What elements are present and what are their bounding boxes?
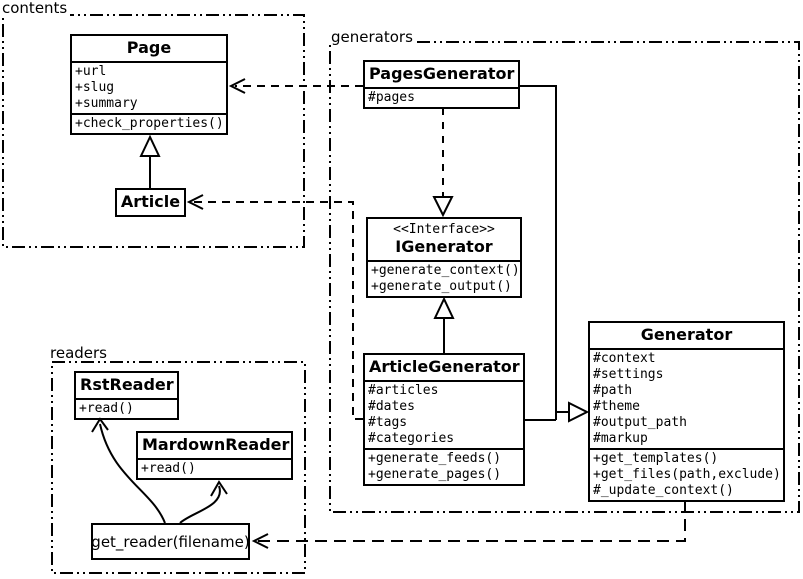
attribute: #theme: [593, 399, 640, 414]
method: +check_properties(): [75, 116, 224, 131]
class-name-generator: Generator: [640, 325, 733, 344]
method: +generate_pages(): [368, 467, 502, 482]
attribute: #tags: [368, 415, 408, 430]
package-label-contents: contents: [1, 0, 71, 16]
method: +read(): [79, 401, 134, 416]
class-box-mardown-reader: MardownReader +read(): [136, 431, 293, 480]
methods-generator: +get_templates() +get_files(path,exclude…: [590, 448, 783, 500]
methods-mardown-reader: +read(): [138, 458, 291, 478]
attributes-pages-generator: #pages: [365, 87, 518, 107]
stereotype-interface: <<Interface>>: [393, 222, 495, 237]
attribute: #articles: [368, 383, 439, 398]
attribute: #settings: [593, 367, 664, 382]
class-box-igenerator: <<Interface>> IGenerator +generate_conte…: [366, 217, 522, 298]
class-box-article-generator: ArticleGenerator #articles #dates #tags …: [363, 353, 525, 486]
method: #_update_context(): [593, 483, 734, 498]
class-box-pages-generator: PagesGenerator #pages: [363, 60, 520, 109]
attribute: #dates: [368, 399, 415, 414]
method: +read(): [141, 461, 196, 476]
class-name-mardown-reader: MardownReader: [142, 435, 290, 454]
package-label-generators: generators: [330, 29, 416, 45]
class-box-page: Page +url +slug +summary +check_properti…: [70, 34, 228, 135]
attribute: #output_path: [593, 415, 687, 430]
class-name-page: Page: [126, 38, 172, 57]
attributes-page: +url +slug +summary: [72, 61, 226, 113]
method: +get_templates(): [593, 451, 719, 466]
methods-page: +check_properties(): [72, 113, 226, 133]
class-name-pages-generator: PagesGenerator: [369, 64, 515, 83]
attribute: #context: [593, 351, 656, 366]
method: +get_files(path,exclude): [593, 467, 781, 482]
class-name-article: Article: [120, 192, 181, 211]
method: +generate_output(): [371, 279, 512, 294]
methods-igenerator: +generate_context() +generate_output(): [368, 260, 520, 296]
function-label: get_reader(filename): [91, 532, 250, 551]
attribute: #categories: [368, 431, 455, 446]
class-name-article-generator: ArticleGenerator: [369, 357, 520, 376]
method: +generate_context(): [371, 263, 520, 278]
class-box-generator: Generator #context #settings #path #them…: [588, 321, 785, 502]
class-box-article: Article: [115, 188, 186, 217]
attribute: #path: [593, 383, 633, 398]
function-node-get-reader: get_reader(filename): [91, 523, 250, 560]
attributes-generator: #context #settings #path #theme #output_…: [590, 348, 783, 448]
class-name-rst-reader: RstReader: [80, 375, 174, 394]
package-label-readers: readers: [49, 345, 110, 361]
methods-rst-reader: +read(): [76, 398, 177, 418]
methods-article-generator: +generate_feeds() +generate_pages(): [365, 448, 523, 484]
attribute: +summary: [75, 96, 138, 111]
attribute: #pages: [368, 90, 415, 105]
attributes-article-generator: #articles #dates #tags #categories: [365, 380, 523, 448]
method: +generate_feeds(): [368, 451, 502, 466]
attribute: #markup: [593, 431, 648, 446]
attribute: +url: [75, 64, 107, 79]
attribute: +slug: [75, 80, 115, 95]
class-box-rst-reader: RstReader +read(): [74, 371, 179, 420]
class-name-igenerator: IGenerator: [395, 237, 493, 256]
